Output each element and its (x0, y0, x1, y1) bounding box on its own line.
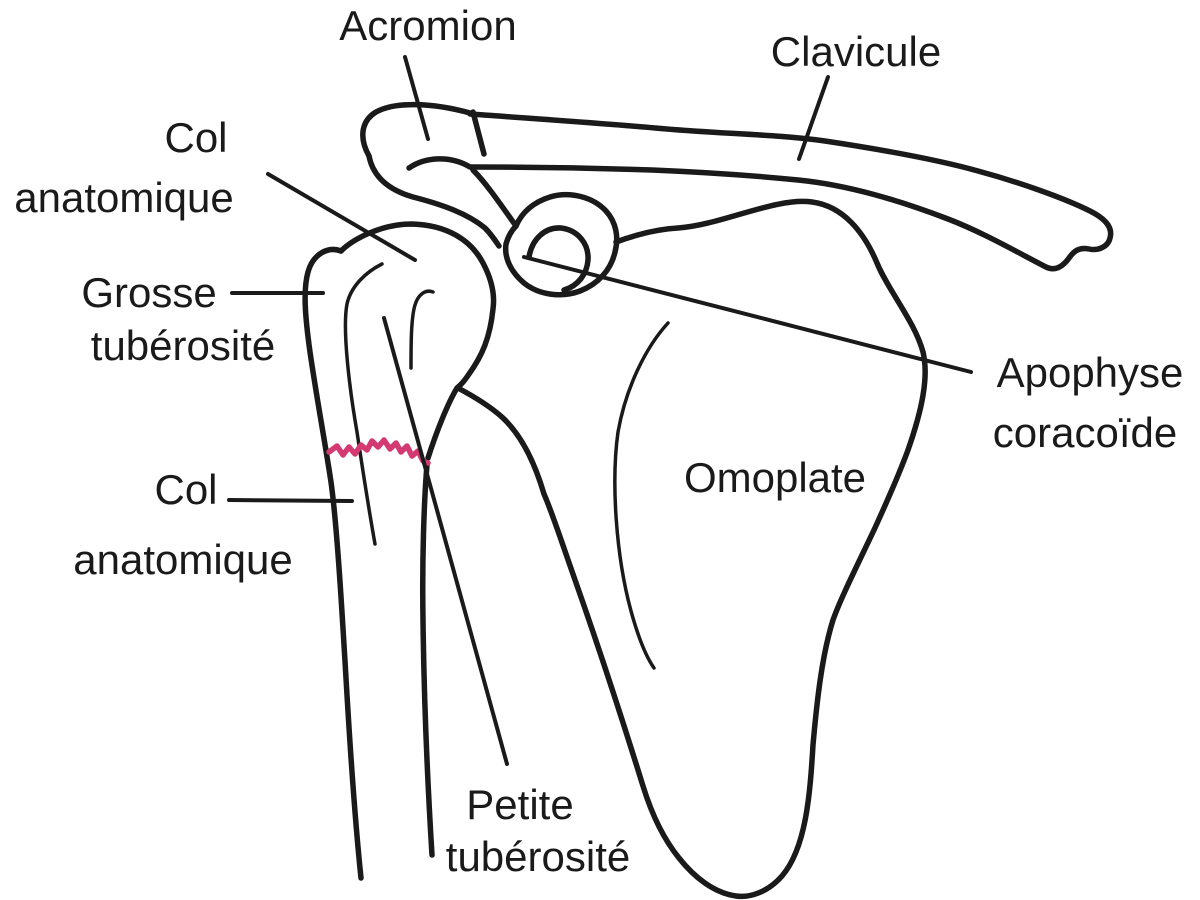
leader-apophyse-coracoide (522, 255, 973, 374)
clavicle-outline (467, 111, 1114, 272)
leader-col-anatomique-superieur (266, 172, 417, 262)
label-col-anatomique-superieur-line1: Col (164, 114, 228, 161)
label-col-anatomique-superieur-line2: anatomique (14, 174, 234, 221)
label-col-anatomique-inferieur-line2: anatomique (73, 536, 293, 583)
label-col-anatomique-inferieur-line1: Col (154, 466, 218, 513)
acromion-to-coracoid-line (470, 167, 519, 229)
humerus-right-edge (419, 462, 435, 858)
label-petite-tuberosite-line2: tubérosité (445, 833, 631, 880)
leader-col-anatomique-inferieur (227, 498, 354, 503)
acromion-lower-edge (366, 153, 502, 249)
scapula-interior-curve (613, 321, 670, 670)
acromioclavicular-joint-line (470, 109, 487, 157)
label-apophyse-coracoide-line1: Apophyse (996, 349, 1184, 396)
lesser-tuberosity-arc (409, 289, 435, 370)
humeral-head-outline (338, 221, 497, 461)
coracoid-inner-hook (526, 225, 591, 293)
humerus-left-edge (302, 246, 364, 881)
label-grosse-tuberosite-line1: Grosse (81, 269, 217, 316)
leader-acromion (403, 55, 430, 141)
coracoid-outline (502, 191, 620, 298)
label-clavicule: Clavicule (770, 28, 942, 75)
label-petite-tuberosite-line1: Petite (466, 781, 574, 828)
humerus-interior-line (343, 262, 384, 546)
label-apophyse-coracoide-line2: coracoïde (992, 409, 1178, 456)
leader-petite-tuberosite (382, 316, 509, 766)
leader-clavicule (797, 75, 830, 161)
label-acromion: Acromion (339, 2, 517, 49)
acromion-outer-edge (360, 101, 473, 159)
fracture-line (326, 437, 431, 466)
acromion-inner-edge (406, 156, 473, 171)
scapula-outline (455, 198, 928, 900)
label-grosse-tuberosite-line2: tubérosité (90, 322, 276, 369)
label-omoplate: Omoplate (683, 454, 867, 501)
